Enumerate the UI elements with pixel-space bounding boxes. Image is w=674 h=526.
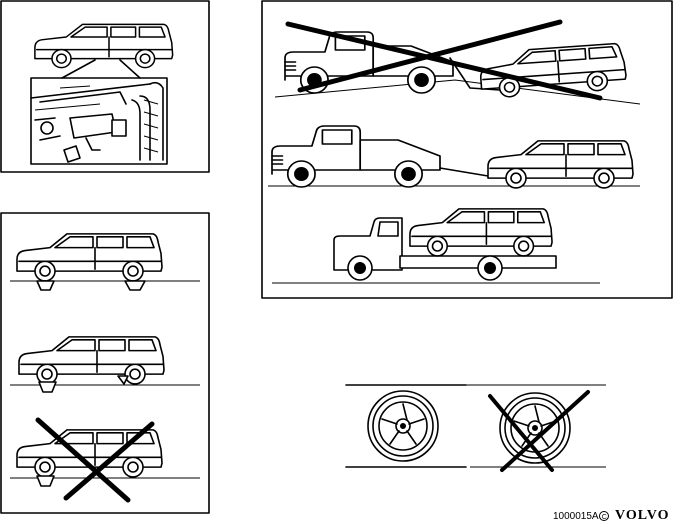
wheel-icon <box>368 391 438 461</box>
towing-method-rope <box>268 126 640 188</box>
tow-truck-icon <box>272 126 440 187</box>
detail-pointer <box>62 60 140 78</box>
support-example-2 <box>10 337 200 392</box>
towing-method-incorrect <box>275 22 640 104</box>
figure-code: 1000015A <box>553 511 599 522</box>
support-example-3-incorrect <box>10 420 200 500</box>
underbody-detail-illustration <box>31 83 163 162</box>
wagon-car-icon <box>410 209 552 256</box>
support-example-1 <box>10 234 200 290</box>
wagon-car-icon <box>488 141 633 188</box>
wagon-car-icon <box>17 234 162 281</box>
volvo-logo: VOLVO <box>615 508 670 524</box>
wheel-comparison <box>346 385 606 470</box>
wagon-car-icon <box>479 43 627 99</box>
towing-method-flatbed <box>272 209 600 283</box>
wagon-car-icon <box>19 337 164 384</box>
svg-text:C: C <box>602 514 607 521</box>
wagon-car-icon <box>35 24 173 67</box>
